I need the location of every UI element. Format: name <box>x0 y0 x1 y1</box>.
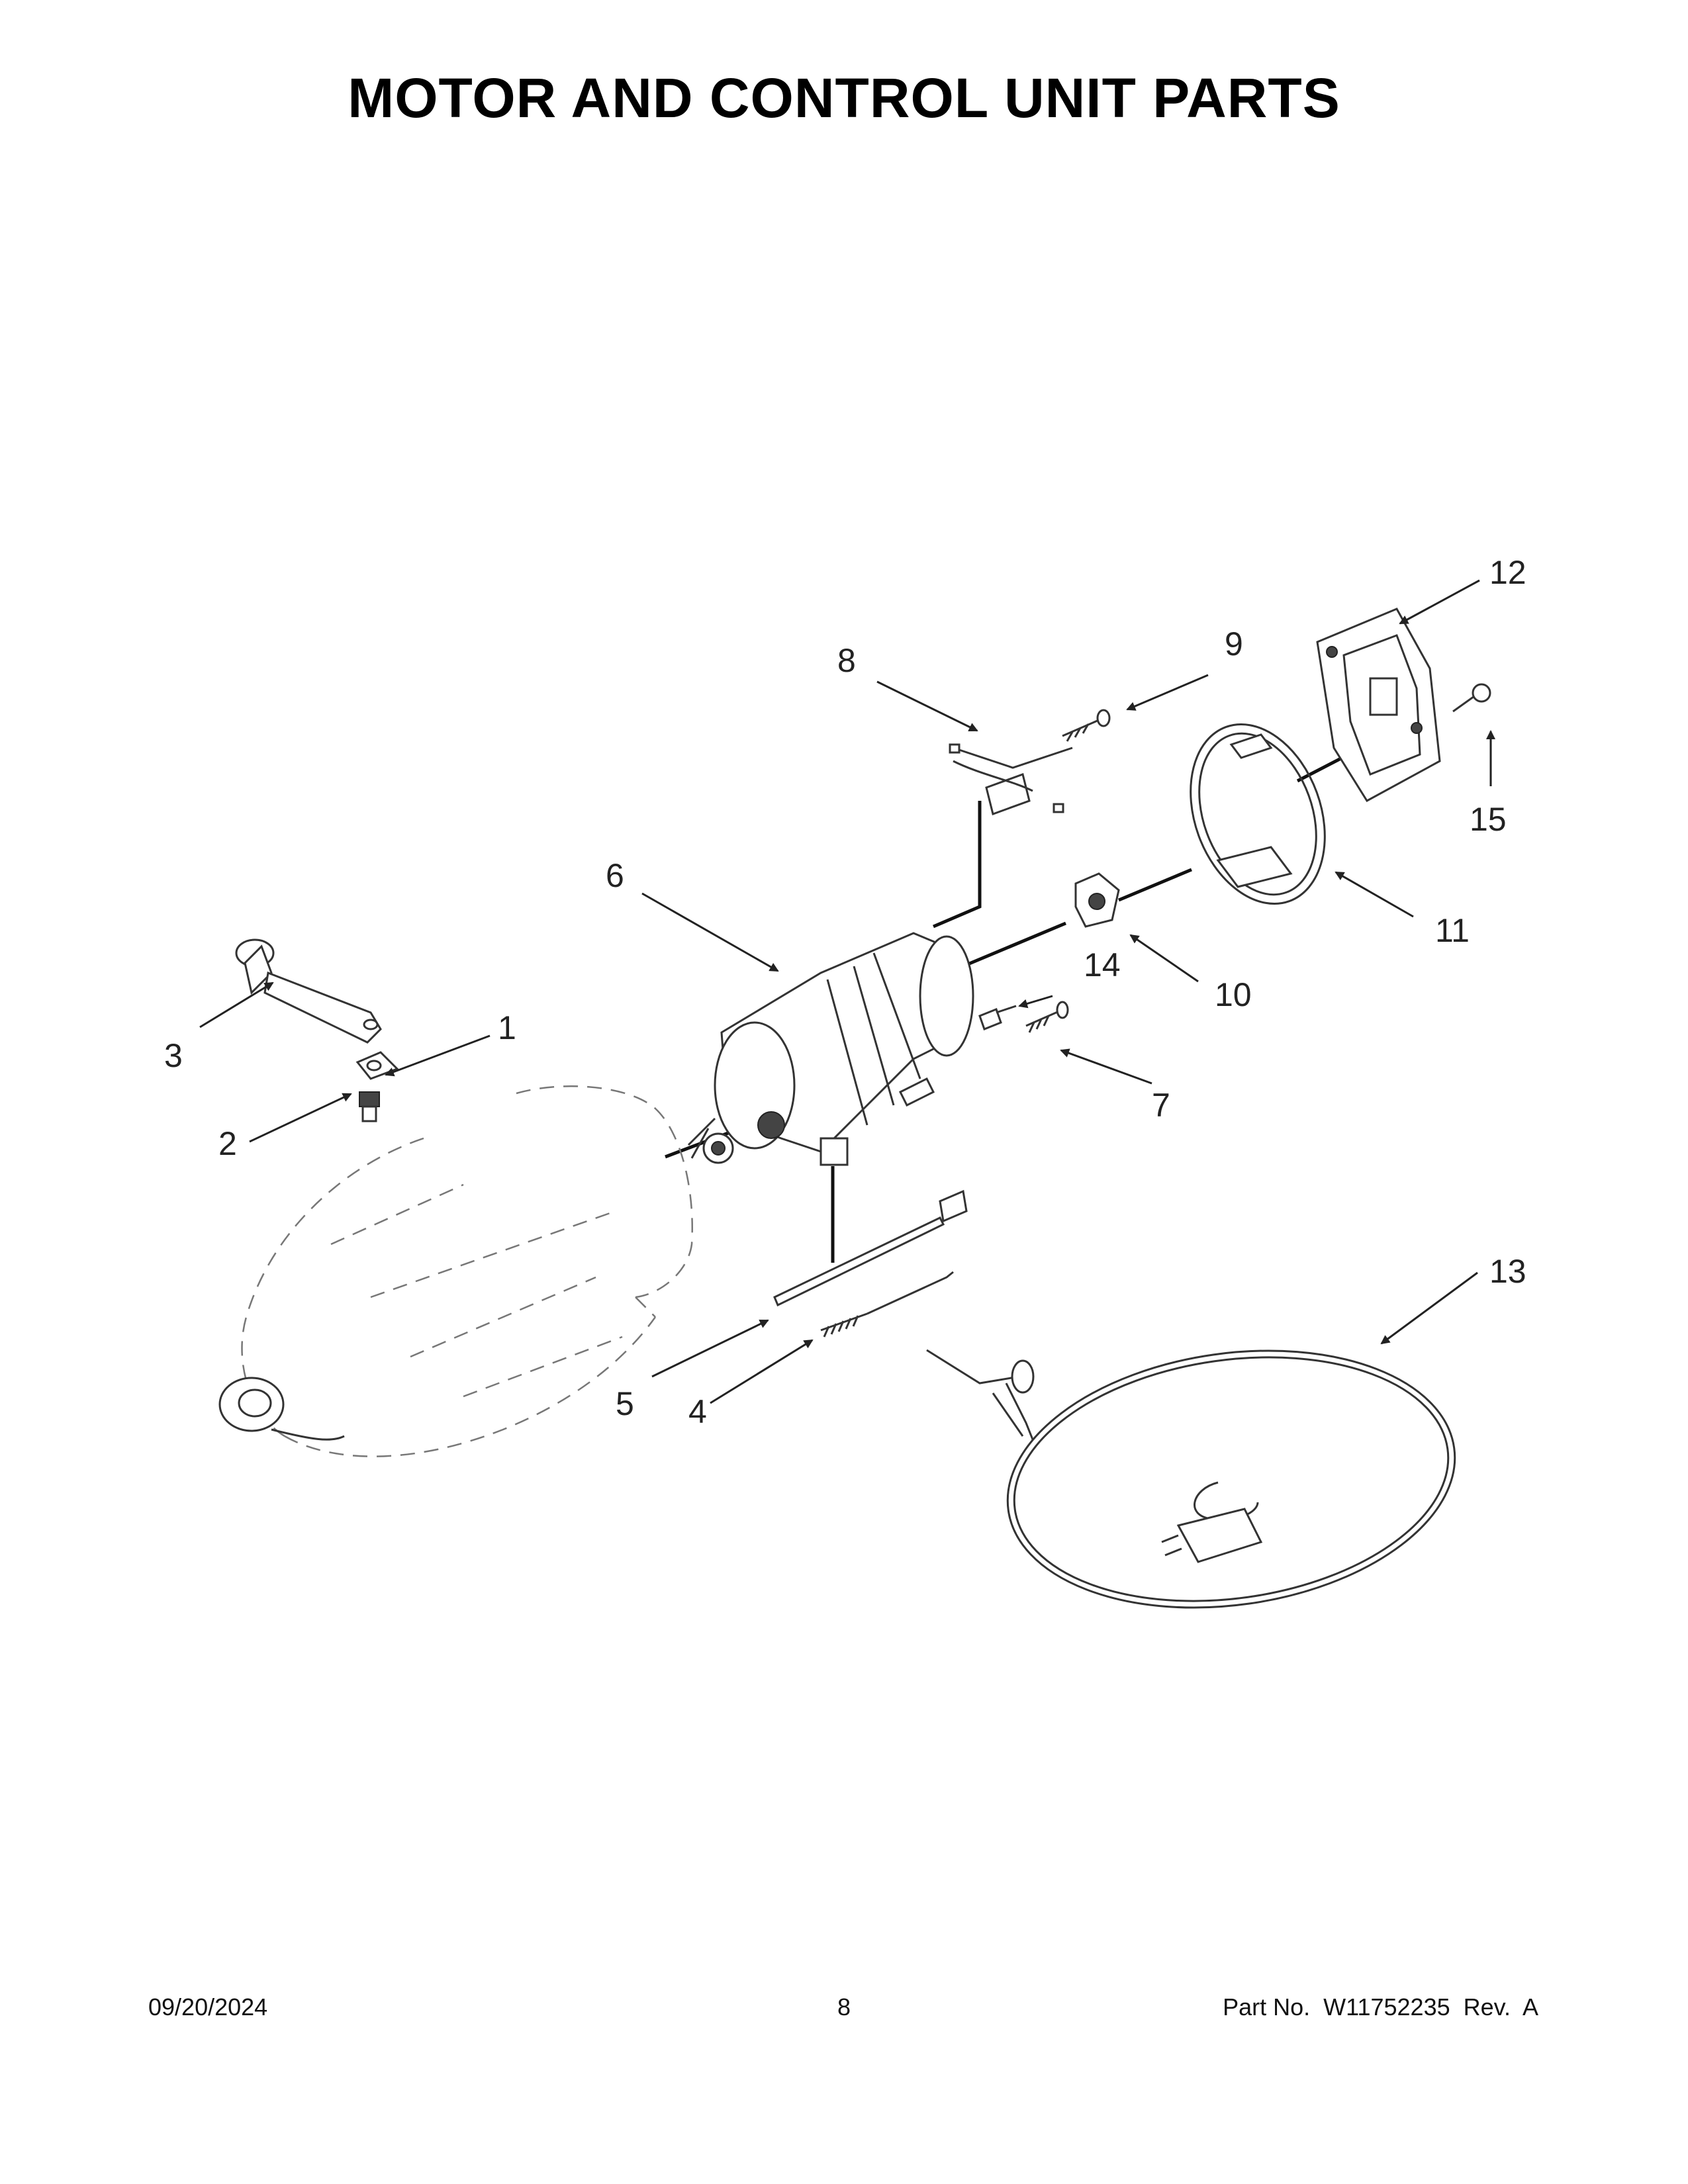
part-2-screw <box>359 1091 380 1122</box>
callout-7: 7 <box>1152 1087 1170 1124</box>
part-14-stud <box>978 1005 1017 1030</box>
callout-13: 13 <box>1489 1253 1526 1290</box>
callout-9: 9 <box>1225 625 1243 662</box>
callout-11: 11 <box>1435 912 1470 949</box>
callout-labels: 1 2 3 4 5 6 7 8 9 10 11 12 13 14 15 <box>164 554 1526 1430</box>
part-11-gasket <box>1190 723 1326 905</box>
callout-1: 1 <box>498 1009 516 1046</box>
callout-6: 6 <box>606 857 624 894</box>
callout-8: 8 <box>837 642 856 679</box>
callout-10: 10 <box>1215 976 1252 1013</box>
footer-page-number: 8 <box>837 1993 851 2021</box>
callout-5: 5 <box>616 1385 634 1422</box>
part-13-power-cord <box>926 1349 1456 1609</box>
page-title: MOTOR AND CONTROL UNIT PARTS <box>348 67 1340 129</box>
leader-lines <box>199 579 1495 1404</box>
callout-4: 4 <box>688 1393 707 1430</box>
part-9-screw <box>1062 709 1111 742</box>
callout-15: 15 <box>1470 801 1507 838</box>
part-7-screw <box>1025 1001 1069 1033</box>
part-8-connector <box>949 743 1073 815</box>
part-10-bracket <box>1074 872 1120 928</box>
part-5-rod <box>773 1189 968 1307</box>
footer-part-info: Part No. W11752235 Rev. A <box>1223 1993 1538 2021</box>
part-15-screw <box>1452 683 1491 713</box>
callout-12: 12 <box>1489 554 1526 591</box>
part-1-clip <box>355 1051 399 1080</box>
callout-3: 3 <box>164 1037 183 1074</box>
callout-14: 14 <box>1084 946 1121 983</box>
assembly-axis-lines <box>665 750 1355 1263</box>
part-3-bracket <box>235 938 382 1044</box>
part-4-spring <box>820 1271 954 1338</box>
footer-date: 09/20/2024 <box>148 1993 268 2021</box>
mixer-housing-outline <box>218 1085 693 1457</box>
part-6-motor <box>687 932 974 1166</box>
part-12-control-board <box>1316 608 1441 802</box>
callout-2: 2 <box>218 1125 237 1162</box>
